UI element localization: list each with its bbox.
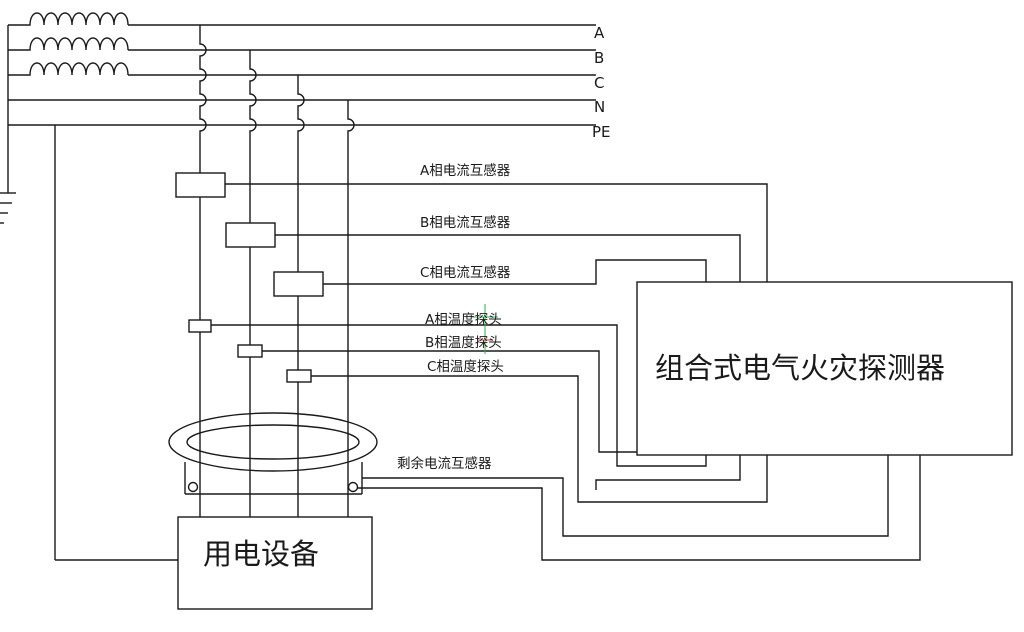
drop-c: [297, 75, 305, 517]
temp-a-box: [188, 319, 212, 333]
ct-c-label: C相电流互感器: [420, 264, 511, 281]
wire-temp-b: [262, 350, 638, 453]
fire-detector-box: [636, 281, 1013, 456]
phase-label-a: A: [594, 24, 605, 42]
wire-ct-a: [225, 183, 768, 503]
drop-wires: [54, 25, 355, 561]
residual-ct-toroid: [168, 412, 378, 517]
fire-detector-label: 组合式电气火灾探测器: [655, 351, 945, 385]
temp-b-label: B相温度探头: [425, 335, 502, 351]
residual-ct-label: 剩余电流互感器: [397, 455, 492, 472]
ct-c-box: [273, 271, 324, 297]
temp-c-label: C相温度探头: [427, 359, 504, 375]
ct-b-label: B相电流互感器: [420, 214, 511, 231]
phase-label-pe: PE: [592, 123, 611, 141]
phase-label-b: B: [594, 49, 604, 67]
ct-a-label: A相电流互感器: [420, 162, 511, 179]
drop-b: [249, 50, 257, 517]
temp-b-box: [237, 344, 263, 358]
equipment-label: 用电设备: [203, 537, 319, 571]
phase-label-n: N: [594, 98, 605, 116]
wire-ct-b: [275, 234, 741, 490]
ct-a-box: [175, 172, 226, 198]
equipment-box: [177, 516, 373, 610]
transformer-coils: [0, 12, 129, 224]
phase-label-c: C: [594, 74, 604, 92]
drop-a: [199, 25, 207, 482]
temp-a-label: A相温度探头: [425, 312, 502, 328]
wire-temp-c: [311, 375, 579, 490]
cursor-marks: [472, 304, 498, 354]
ct-b-box: [225, 222, 276, 248]
wire-residual-2: [362, 455, 889, 537]
temp-c-box: [286, 369, 312, 383]
wire-residual-1: [357, 455, 921, 561]
drop-n: [347, 100, 355, 482]
